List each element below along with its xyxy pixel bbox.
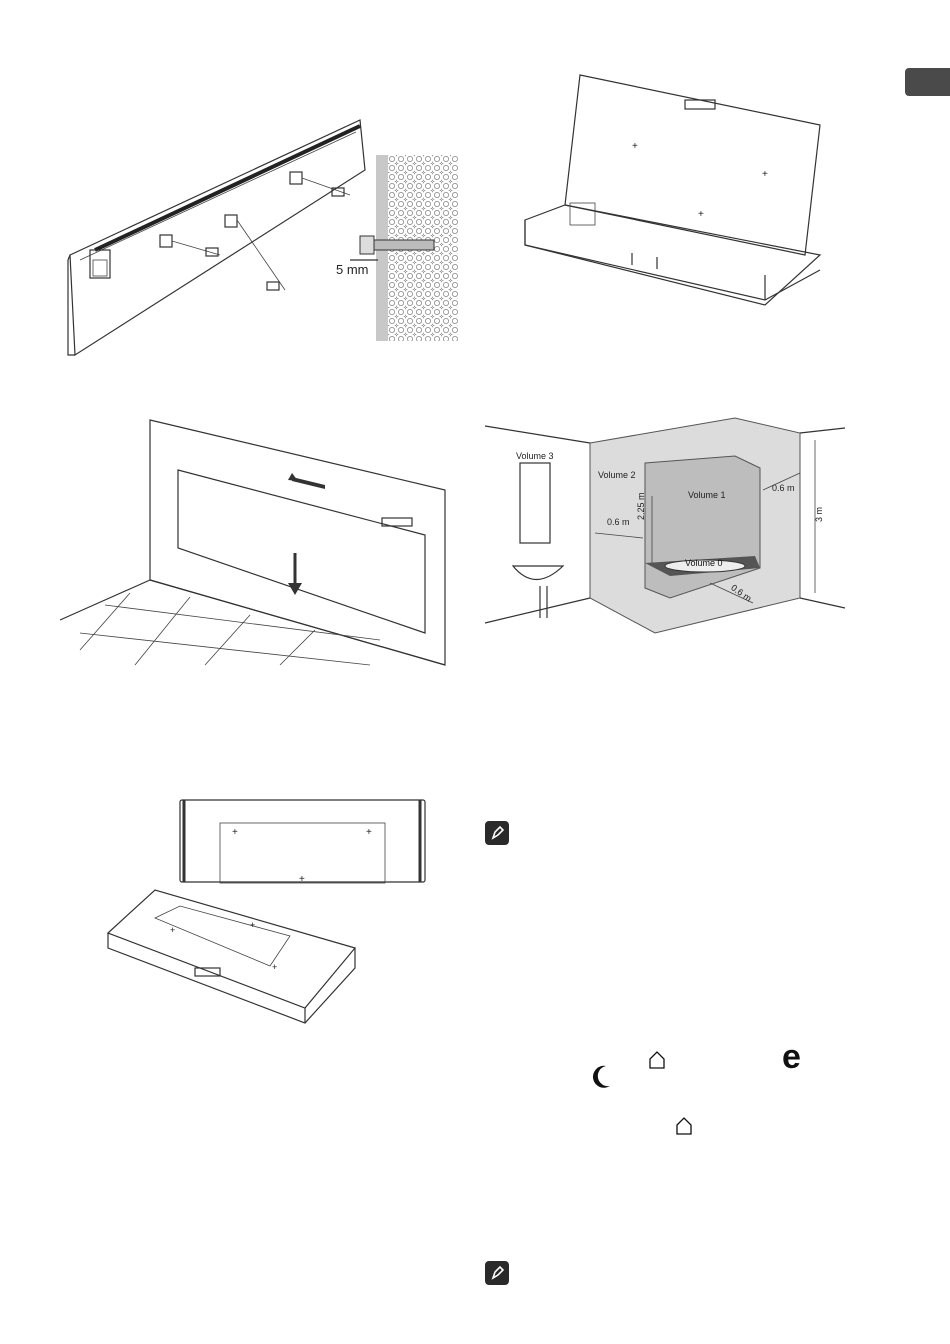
moon-icon [590,1064,614,1090]
gap-label: 5 mm [336,262,369,277]
home-icon [675,1116,693,1136]
svg-text:+: + [170,925,175,935]
label-volume3: Volume 3 [516,451,554,461]
label-dist-right: 0.6 m [772,483,795,493]
label-dist-left: 0.6 m [607,517,630,527]
label-height-3: 3 m [814,507,824,522]
label-volume2: Volume 2 [598,470,636,480]
label-volume0: Volume 0 [685,558,723,568]
packaging-box-figure: + + + [520,65,830,305]
svg-text:+: + [272,962,277,972]
home-icon [648,1050,666,1070]
svg-text:+: + [762,169,768,180]
eco-icon: e [782,1040,801,1074]
svg-text:+: + [250,920,255,930]
note-icon [485,821,509,845]
svg-text:+: + [299,874,305,885]
svg-text:+: + [632,141,638,152]
svg-text:+: + [698,209,704,220]
label-volume1: Volume 1 [688,490,726,500]
label-height-225: 2.25 m [636,492,646,520]
language-tab [905,68,950,96]
heater-wall-figure [60,415,455,670]
svg-text:+: + [232,827,238,838]
heater-box-figure: + + + + + + [100,798,430,1028]
note-icon [485,1261,509,1285]
svg-text:+: + [366,827,372,838]
